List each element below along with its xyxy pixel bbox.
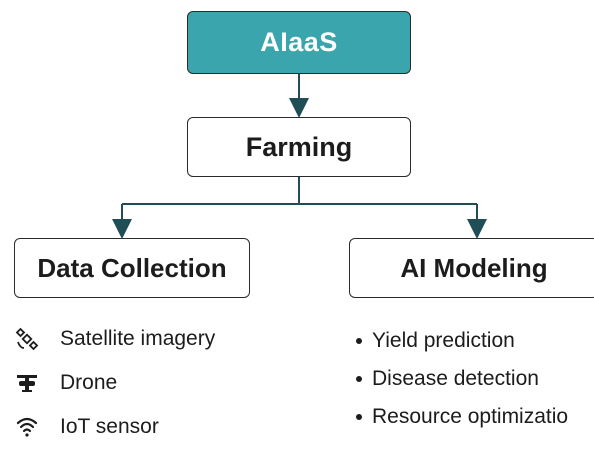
bullet-icon [356, 376, 362, 382]
ai-modeling-node: AI Modeling [349, 238, 594, 298]
ai-modeling-list: Yield prediction Disease detection Resou… [354, 327, 568, 441]
list-item-label: Disease detection [372, 367, 539, 390]
connector-lines [112, 74, 487, 239]
farming-label: Farming [245, 131, 353, 162]
aiaas-node: AIaaS [187, 11, 411, 74]
list-item-label: Drone [60, 371, 118, 394]
list-item: Resource optimizatio [354, 403, 568, 431]
wifi-signal-icon [14, 414, 40, 440]
data-collection-label: Data Collection [37, 252, 227, 283]
aiaas-label: AIaaS [260, 27, 338, 57]
bullet-icon [356, 414, 362, 420]
ai-modeling-label: AI Modeling [400, 252, 548, 283]
drone-icon [14, 370, 40, 396]
list-item: IoT sensor [14, 413, 215, 441]
list-item-label: IoT sensor [60, 415, 159, 438]
satellite-icon [14, 326, 40, 352]
list-item: Disease detection [354, 365, 568, 393]
list-item-label: Yield prediction [372, 329, 515, 352]
list-item: Drone [14, 369, 215, 397]
data-collection-node: Data Collection [14, 238, 250, 298]
bullet-icon [356, 338, 362, 344]
list-item-label: Satellite imagery [60, 327, 216, 350]
list-item: Satellite imagery [14, 325, 215, 353]
data-collection-list: Satellite imagery Drone IoT sensor [14, 325, 215, 457]
list-item: Yield prediction [354, 327, 568, 355]
farming-node: Farming [187, 117, 411, 177]
list-item-label: Resource optimizatio [372, 405, 569, 428]
